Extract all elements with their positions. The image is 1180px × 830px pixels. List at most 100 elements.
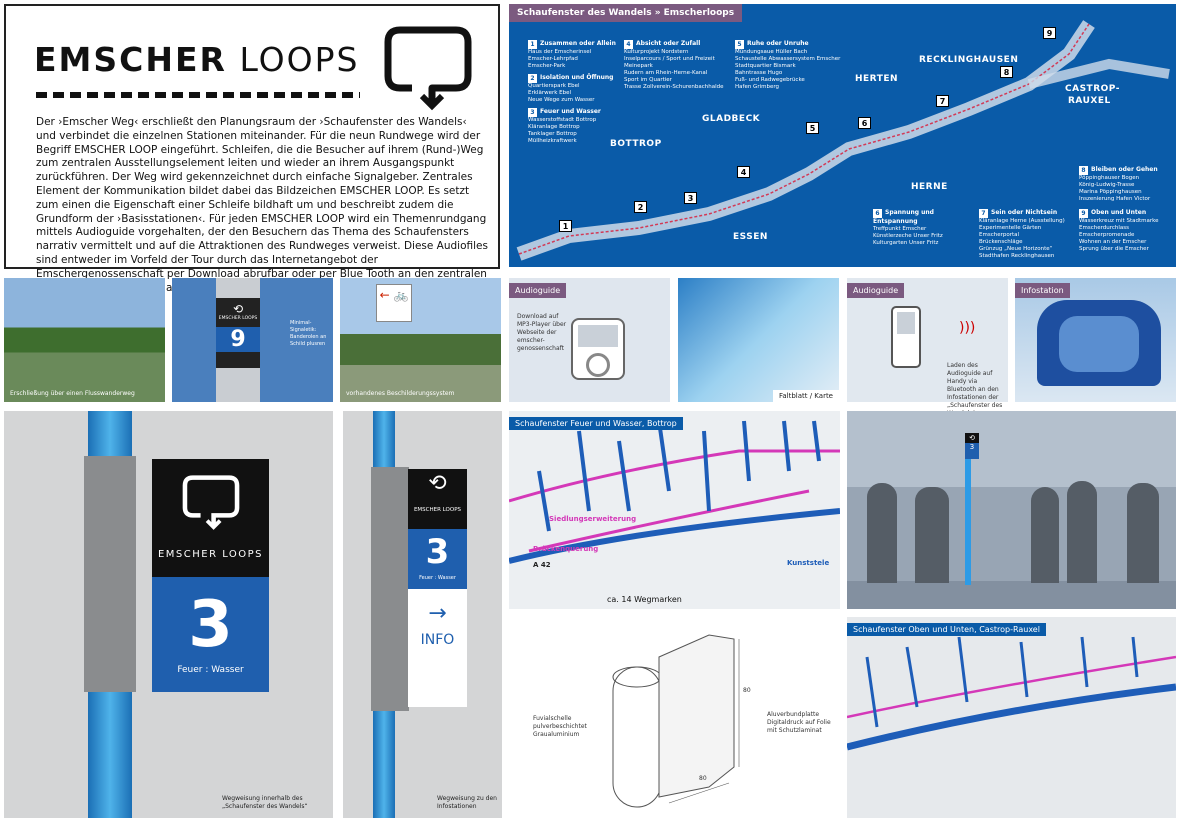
- intro-paragraph: Der ›Emscher Weg‹ erschließt den Planung…: [36, 116, 488, 294]
- bottrop-title: Schaufenster Feuer und Wasser, Bottrop: [509, 417, 683, 430]
- bottrop-map-graphic: [509, 420, 840, 564]
- audioguide-download-panel: Audioguide Download auf MP3-Player über …: [509, 278, 670, 402]
- infostation-pavilion: [1037, 300, 1161, 386]
- city-herne: HERNE: [911, 182, 948, 192]
- info-sign-white: → INFO: [408, 589, 467, 707]
- mp3-player-icon: [571, 318, 625, 380]
- info-sign-top: ⟲ EMSCHER LOOPS: [408, 469, 467, 529]
- audioguide2-text: Laden des Audioguide auf Handy via Bluet…: [947, 362, 1003, 417]
- map-label: A 42: [533, 561, 551, 569]
- dimension-label: 80: [743, 687, 751, 694]
- intro-panel: EMSCHER LOOPS Der ›Emscher Weg‹ erschlie…: [4, 4, 500, 294]
- silhouette-scene: ⟲3: [847, 411, 1176, 609]
- city-essen: ESSEN: [733, 232, 768, 242]
- station-1[interactable]: 1: [559, 220, 572, 232]
- sign-caption: Wegweisung zu den Infostationen: [437, 795, 497, 810]
- dashed-divider: [36, 92, 360, 98]
- faltblatt-label: Faltblatt / Karte: [772, 390, 839, 402]
- sign-top-black: EMSCHER LOOPS: [152, 459, 269, 577]
- faltblatt-panel: Faltblatt / Karte: [678, 278, 839, 402]
- ground: [847, 581, 1176, 609]
- audioguide-tab: Audioguide: [509, 283, 567, 298]
- sign-theme: Feuer : Wasser: [177, 665, 244, 675]
- technical-drawing: Fuvialschelle pulverbeschichtet Graualum…: [509, 617, 840, 818]
- bottrop-map-panel: Schaufenster Feuer und Wasser, Bottrop S…: [509, 411, 840, 609]
- map-label: Brückenquerung: [533, 545, 599, 553]
- photo-caption: Erschließung über einen Flusswanderweg: [10, 390, 135, 397]
- info-pole: [965, 433, 971, 585]
- info-label: INFO: [420, 632, 455, 648]
- loop-logo-icon: [384, 26, 472, 111]
- arrow-right-icon: →: [428, 601, 447, 626]
- loop-mini-icon: ⟲: [428, 471, 447, 496]
- audioguide-text: Download auf MP3-Player über Webseite de…: [517, 313, 567, 352]
- city-recklinghausen: RECKLINGHAUSEN: [919, 55, 1019, 65]
- bike-sign-icon: ← 🚲: [376, 284, 412, 322]
- station-6[interactable]: 6: [858, 117, 871, 129]
- audioguide-tab: Audioguide: [847, 283, 905, 298]
- info-sign-panel: ⟲ EMSCHER LOOPS 3 Feuer : Wasser → INFO …: [343, 411, 502, 818]
- photo-note: Minimal-Signaletik: Banderolen an Schild…: [290, 320, 327, 347]
- wayfinding-sign-panel: EMSCHER LOOPS 3 Feuer : Wasser Wegweisun…: [4, 411, 333, 818]
- photo-caption: vorhandenes Beschilderungssystem: [346, 390, 455, 397]
- castrop-map-graphic: [847, 636, 1176, 751]
- sign-number: 9: [216, 327, 260, 352]
- station-4[interactable]: 4: [737, 166, 750, 178]
- loop-mini-icon: ⟲: [232, 302, 244, 316]
- city-skyline: [847, 487, 1176, 593]
- person-silhouette: [915, 487, 949, 583]
- person-silhouette: [1127, 483, 1159, 583]
- river-graphic: [516, 20, 1170, 261]
- person-silhouette: [1031, 487, 1059, 583]
- city-bottrop: BOTTROP: [610, 139, 662, 149]
- castrop-map-panel: Schaufenster Oben und Unten, Castrop-Rau…: [847, 617, 1176, 818]
- city-gladbeck: GLADBECK: [702, 114, 761, 124]
- sign-caption: Wegweisung innerhalb des „Schaufenster d…: [222, 795, 308, 810]
- sign-number: 3: [188, 588, 233, 662]
- drawing-label-left: Fuvialschelle pulverbeschichtet Graualum…: [533, 715, 587, 738]
- sign-brand: EMSCHER LOOPS: [157, 549, 264, 560]
- pole-bracket-drawing: [612, 634, 740, 808]
- city-herten: HERTEN: [855, 74, 899, 84]
- person-silhouette: [867, 483, 897, 583]
- sign-brand: EMSCHER LOOPS: [218, 316, 258, 321]
- station-8[interactable]: 8: [1000, 66, 1013, 78]
- map-label: Kunststele: [787, 559, 830, 567]
- emscher-loops-wordmark: EMSCHER LOOPS: [34, 40, 360, 79]
- station-5[interactable]: 5: [806, 122, 819, 134]
- wegmarken-count: ca. 14 Wegmarken: [607, 595, 682, 604]
- infostation-tab: Infostation: [1015, 283, 1070, 298]
- station-9[interactable]: 9: [1043, 27, 1056, 39]
- dimension-label: 80: [699, 775, 707, 782]
- photo-pole-sign: ⟲ EMSCHER LOOPS 9 Minimal-Signaletik: Ba…: [172, 278, 333, 402]
- pole-clamp: [84, 456, 136, 692]
- loop-logo-icon: [182, 475, 239, 530]
- map-label: Siedlungserweiterung: [549, 515, 637, 523]
- phone-icon: [891, 306, 921, 368]
- pole-clamp: [371, 467, 409, 711]
- sign-theme: Feuer : Wasser: [419, 575, 456, 581]
- city-rauxel: RAUXEL: [1068, 96, 1111, 106]
- sign-number: 3: [425, 532, 450, 572]
- audioguide-bluetooth-panel: Audioguide ))) Laden des Audioguide auf …: [847, 278, 1008, 417]
- person-silhouette: [1067, 481, 1097, 583]
- photo-existing-signs: ← 🚲 vorhandenes Beschilderungssystem: [340, 278, 501, 402]
- infostation-panel: Infostation: [1015, 278, 1176, 402]
- map-title: Schaufenster des Wandels » Emscherloops: [509, 4, 743, 22]
- station-7[interactable]: 7: [936, 95, 949, 107]
- bluetooth-signal-icon: ))): [959, 320, 976, 336]
- photo-river-path: Erschließung über einen Flusswanderweg: [4, 278, 165, 402]
- station-2[interactable]: 2: [634, 201, 647, 213]
- emscherloops-map: Schaufenster des Wandels » Emscherloops …: [509, 4, 1176, 267]
- castrop-title: Schaufenster Oben und Unten, Castrop-Rau…: [847, 623, 1046, 636]
- info-sign-blue: 3 Feuer : Wasser: [408, 529, 467, 589]
- station-3[interactable]: 3: [684, 192, 697, 204]
